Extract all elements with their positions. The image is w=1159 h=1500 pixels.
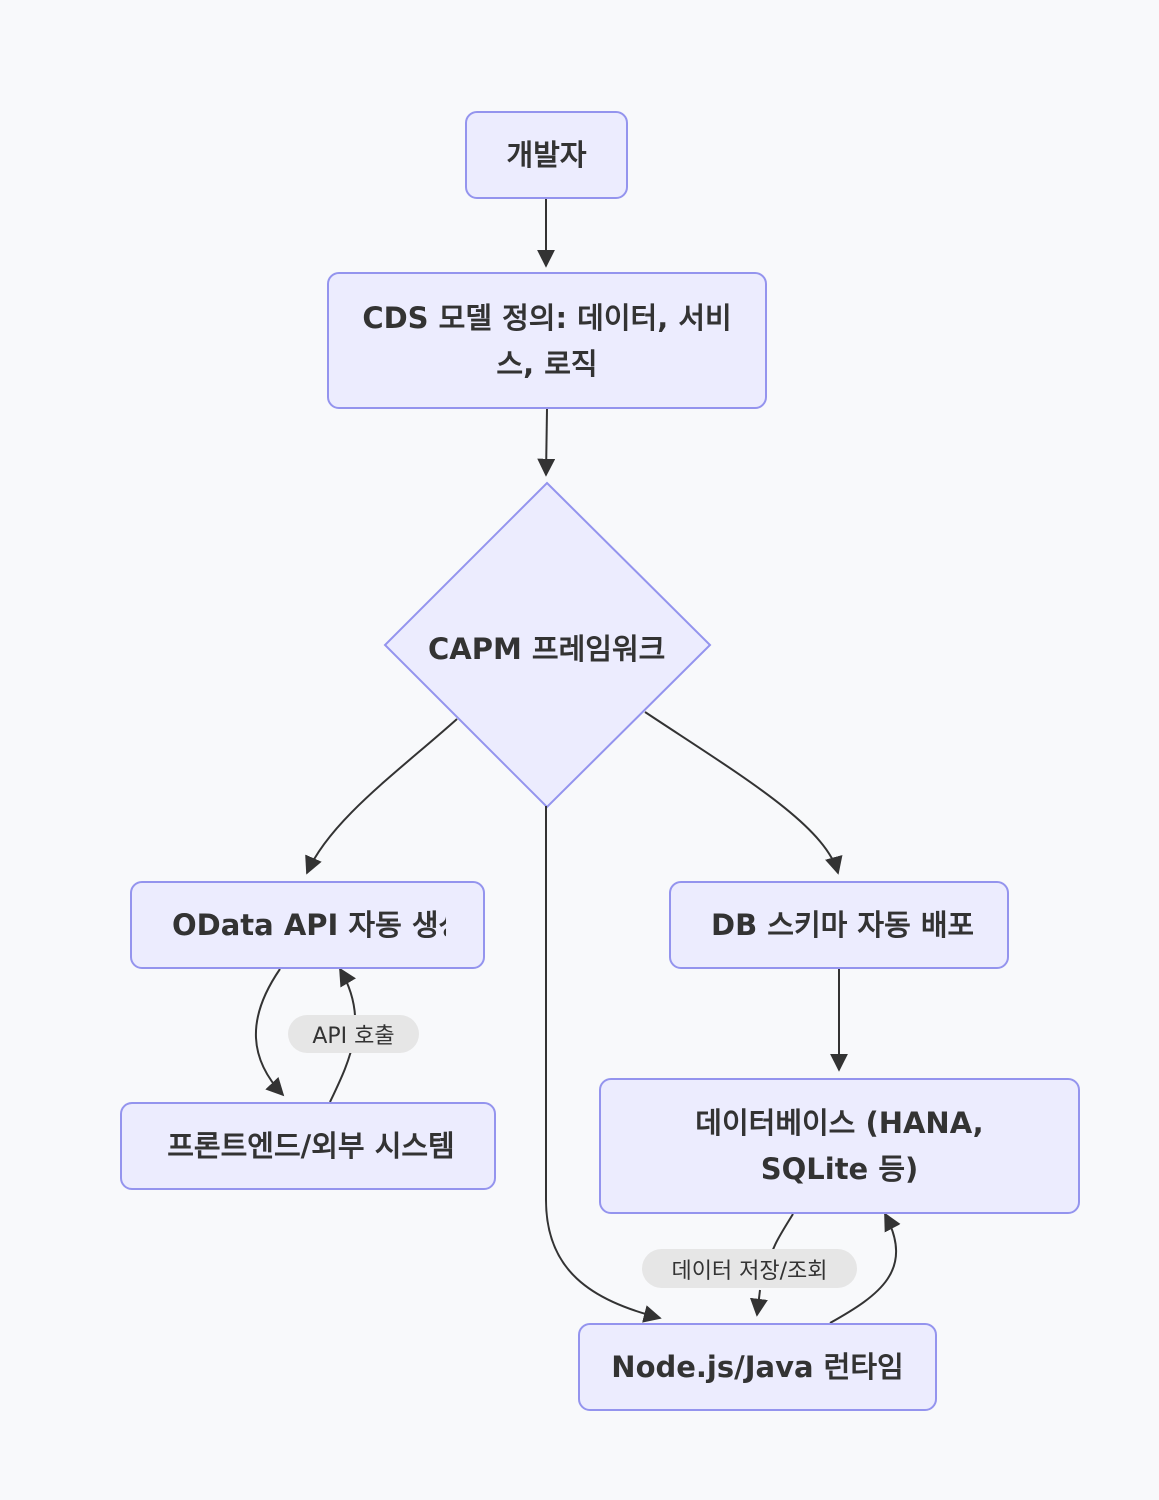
node-frontend: 프론트엔드/외부 시스템	[120, 1102, 496, 1190]
node-developer: 개발자	[465, 111, 628, 199]
edge-capm-to-dbschema	[644, 711, 843, 875]
edge-cds-to-capm	[537, 408, 556, 477]
edge-odata-to-frontend	[254, 968, 285, 1097]
node-frontend-label: 프론트엔드/외부 시스템	[167, 1129, 455, 1163]
node-capm-label: CAPM 프레임워크	[428, 632, 666, 666]
edge-label-data-store: 데이터 저장/조회	[642, 1249, 857, 1288]
node-db-schema: DB 스키마 자동 배포	[669, 881, 1009, 969]
node-database: 데이터베이스 (HANA, SQLite 등)	[599, 1078, 1080, 1214]
edge-capm-to-odata	[305, 718, 458, 875]
node-cds-model-label: CDS 모델 정의: 데이터, 서비스, 로직	[362, 300, 732, 381]
node-odata-api-label: OData API 자동 생성	[172, 908, 446, 942]
edge-runtime-to-database	[829, 1212, 901, 1324]
node-odata-api: OData API 자동 생성	[130, 881, 485, 969]
node-runtime: Node.js/Java 런타임	[578, 1323, 937, 1411]
node-runtime-label: Node.js/Java 런타임	[611, 1350, 904, 1384]
edge-label-api-call: API 호출	[288, 1015, 419, 1053]
node-developer-label: 개발자	[506, 138, 587, 172]
node-database-label: 데이터베이스 (HANA, SQLite 등)	[695, 1106, 984, 1186]
node-db-schema-label: DB 스키마 자동 배포	[711, 908, 973, 942]
node-cds-model: CDS 모델 정의: 데이터, 서비스, 로직	[327, 272, 767, 409]
edge-capm-to-runtime	[545, 806, 662, 1323]
